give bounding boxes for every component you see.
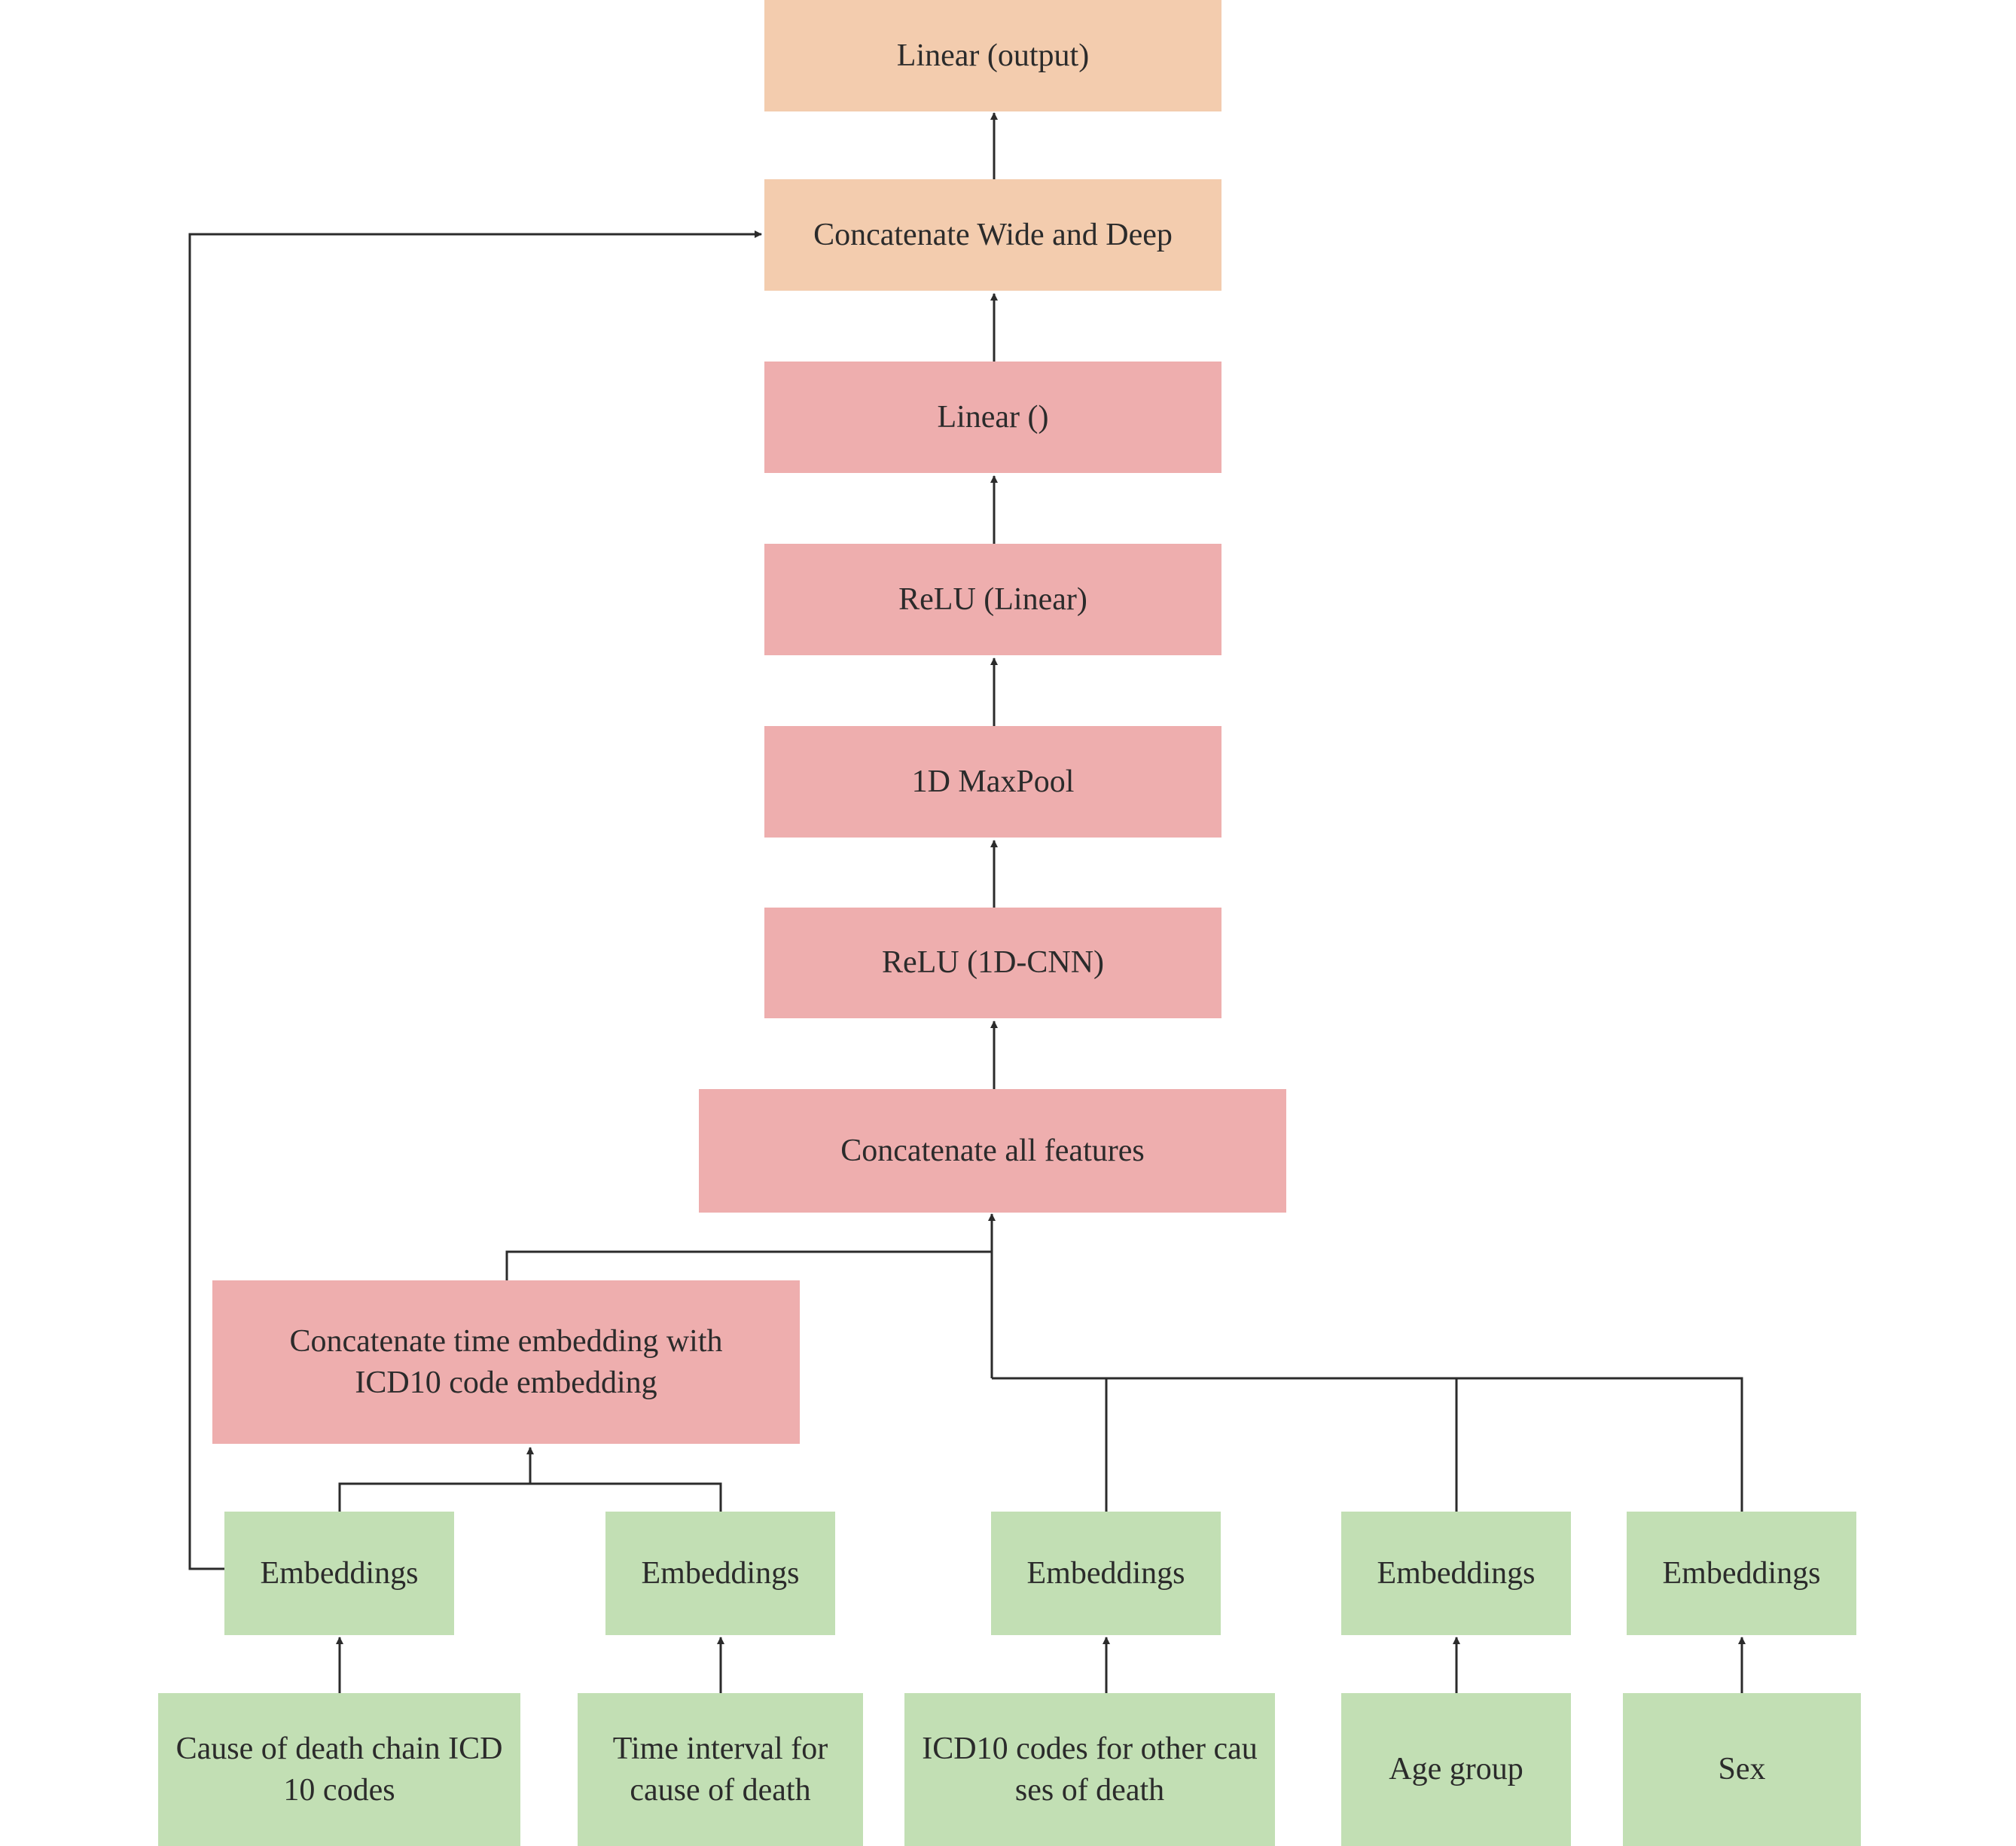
linear-output-node: Linear (output) — [764, 0, 1221, 111]
edge-wide-to-concat-wide-deep — [188, 230, 762, 1570]
linear-output-label: Linear (output) — [896, 38, 1090, 73]
input-cause-chain-label: Cause of death chain ICD 10 codes — [175, 1731, 503, 1808]
input-icd10-other-label: ICD10 codes for other cau ses of death — [922, 1731, 1258, 1808]
embeddings-label-1: Embeddings — [260, 1555, 419, 1591]
input-cause-chain-node: Cause of death chain ICD 10 codes — [158, 1693, 520, 1846]
embeddings-node-2: Embeddings — [605, 1512, 835, 1635]
concat-time-icd-node: Concatenate time embedding with ICD10 co… — [212, 1280, 800, 1444]
embeddings-node-5: Embeddings — [1627, 1512, 1856, 1635]
edge-concat-time-icd-to-concat-all — [505, 1250, 992, 1280]
input-icd10-other-node: ICD10 codes for other cau ses of death — [904, 1693, 1275, 1846]
embeddings-label-4: Embeddings — [1377, 1555, 1536, 1591]
embeddings-node-3: Embeddings — [991, 1512, 1221, 1635]
embeddings-node-1: Embeddings — [224, 1512, 454, 1635]
embeddings-label-5: Embeddings — [1662, 1555, 1821, 1591]
concat-all-label: Concatenate all features — [840, 1133, 1145, 1168]
concat-wide-deep-label: Concatenate Wide and Deep — [813, 217, 1173, 252]
input-sex-label: Sex — [1718, 1752, 1766, 1787]
input-sex-node: Sex — [1623, 1693, 1861, 1846]
embeddings-label-3: Embeddings — [1026, 1555, 1185, 1591]
concat-time-icd-label: Concatenate time embedding with ICD10 co… — [289, 1323, 723, 1400]
maxpool-label: 1D MaxPool — [911, 764, 1075, 799]
input-time-interval-label: Time interval for cause of death — [612, 1731, 828, 1808]
embeddings-node-4: Embeddings — [1341, 1512, 1571, 1635]
maxpool-node: 1D MaxPool — [764, 726, 1221, 838]
linear-node: Linear () — [764, 362, 1221, 473]
edge-other-embeddings-to-concat-all — [992, 1377, 1743, 1512]
concat-wide-deep-node: Concatenate Wide and Deep — [764, 179, 1221, 291]
embeddings-label-2: Embeddings — [641, 1555, 800, 1591]
input-age-group-label: Age group — [1389, 1752, 1523, 1787]
relu-linear-node: ReLU (Linear) — [764, 544, 1221, 655]
edge-embeddings-1-2-merge — [338, 1482, 722, 1512]
input-age-group-node: Age group — [1341, 1693, 1571, 1846]
relu-cnn-node: ReLU (1D-CNN) — [764, 908, 1221, 1018]
input-time-interval-node: Time interval for cause of death — [578, 1693, 863, 1846]
relu-linear-label: ReLU (Linear) — [898, 581, 1087, 617]
concat-all-node: Concatenate all features — [699, 1089, 1286, 1213]
linear-label: Linear () — [937, 399, 1049, 435]
relu-cnn-label: ReLU (1D-CNN) — [881, 945, 1105, 981]
